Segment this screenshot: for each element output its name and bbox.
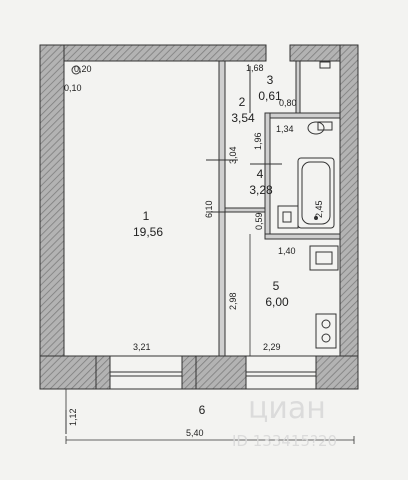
dim-229: 2,29 bbox=[263, 342, 281, 352]
interior-walls bbox=[218, 60, 341, 357]
wall-left bbox=[39, 44, 65, 390]
room-1-number: 1 bbox=[143, 209, 150, 223]
watermark-id: ID 133415?20 bbox=[232, 432, 337, 450]
wall-closet-left bbox=[295, 60, 301, 114]
wall-right bbox=[339, 44, 359, 390]
dimension-labels: 0,20 0,10 1,68 0,80 1,34 1,96 3,04 2,45 … bbox=[64, 63, 324, 438]
room-5-area: 6,00 bbox=[265, 295, 289, 309]
dim-245: 2,45 bbox=[314, 200, 324, 218]
dim-134: 1,34 bbox=[276, 124, 294, 134]
dim-304: 3,04 bbox=[228, 146, 238, 164]
room-2-number: 2 bbox=[239, 95, 246, 109]
stove bbox=[315, 313, 337, 349]
dim-168: 1,68 bbox=[246, 63, 264, 73]
room-2-area: 3,54 bbox=[231, 111, 255, 125]
dim-020: 0,20 bbox=[74, 64, 92, 74]
kitchen-sink bbox=[309, 245, 339, 271]
watermark-brand: циан bbox=[248, 391, 326, 426]
room-3-number: 3 bbox=[267, 73, 274, 87]
toilet-tank bbox=[317, 121, 333, 131]
toilet-bowl bbox=[307, 121, 325, 135]
fixtures bbox=[71, 61, 339, 349]
wall-bath-left bbox=[264, 112, 271, 239]
corner-fixture bbox=[319, 61, 331, 69]
dim-196: 1,96 bbox=[253, 132, 263, 150]
dim-140: 1,40 bbox=[278, 246, 296, 256]
wall-room1-divider bbox=[218, 60, 226, 357]
room-3-area: 0,61 bbox=[258, 89, 282, 103]
wall-bottom-3 bbox=[315, 355, 359, 390]
watermark: циан ID 133415?20 bbox=[232, 391, 337, 450]
dimension-lines bbox=[65, 234, 355, 444]
dim-298: 2,98 bbox=[228, 292, 238, 310]
wall-bath-bottom bbox=[264, 233, 341, 240]
windows bbox=[95, 355, 317, 390]
washbasin bbox=[277, 205, 299, 229]
wall-bath-top bbox=[264, 112, 341, 119]
dim-540: 5,40 bbox=[186, 428, 204, 438]
dim-080: 0,80 bbox=[279, 98, 297, 108]
room-labels: 1 19,56 2 3,54 3 0,61 4 3,28 5 6,00 6 bbox=[133, 73, 289, 417]
wall-bottom-2 bbox=[195, 355, 247, 390]
bathtub bbox=[297, 157, 335, 229]
wall-corridor-short bbox=[224, 207, 266, 213]
room-1-area: 19,56 bbox=[133, 225, 163, 239]
dim-321: 3,21 bbox=[133, 342, 151, 352]
dim-010: 0,10 bbox=[64, 83, 82, 93]
dim-610: 6,10 bbox=[204, 200, 214, 218]
room-4-area: 3,28 bbox=[249, 183, 273, 197]
wall-top-left bbox=[39, 44, 267, 62]
wall-bottom-1 bbox=[39, 355, 97, 390]
dim-059: 0,59 bbox=[254, 212, 264, 230]
room-4-number: 4 bbox=[257, 167, 264, 181]
outer-walls bbox=[39, 44, 359, 390]
dim-112: 1,12 bbox=[68, 408, 78, 426]
door-marks bbox=[206, 66, 282, 213]
room-5-number: 5 bbox=[273, 279, 280, 293]
room-6-number: 6 bbox=[199, 403, 206, 417]
